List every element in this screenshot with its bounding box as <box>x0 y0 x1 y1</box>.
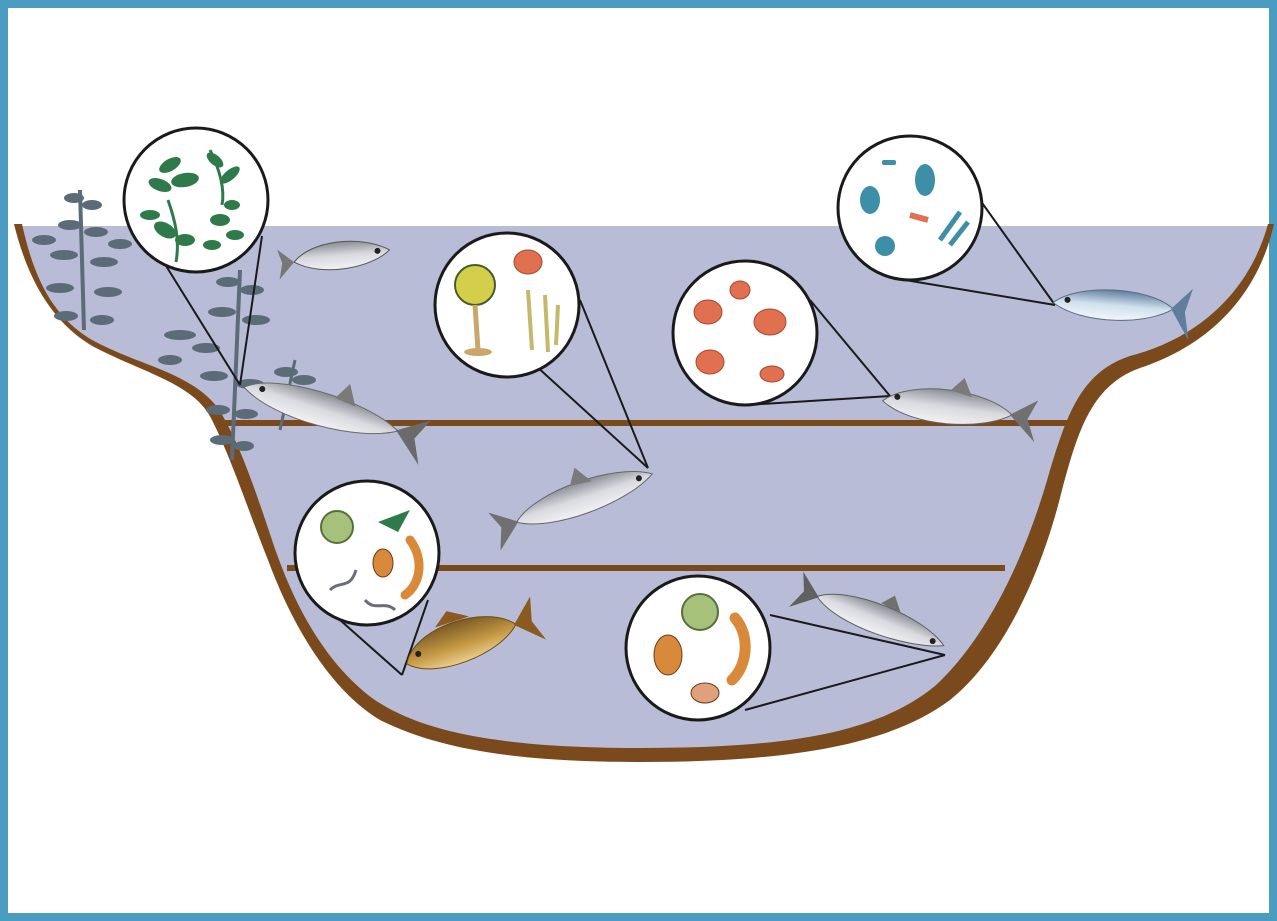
magnifier-circle-icon-detritus-benthos <box>295 481 439 625</box>
magnifier-circle-icon-plankton-mix <box>435 233 579 377</box>
magnifier-circle-icon-benthos <box>626 576 770 720</box>
magnifier-circle-icon-phytoplankton <box>838 136 982 280</box>
magnifier-circle-icon-zooplankton <box>673 261 817 405</box>
magnifier-circle-icon-aquatic-plants <box>124 128 268 272</box>
